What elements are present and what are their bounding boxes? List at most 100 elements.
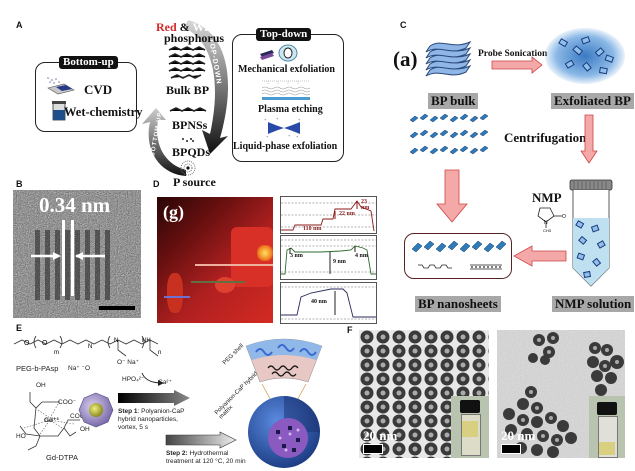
step2-description: Step 2: Hydrothermal treatment at 120 °C… bbox=[166, 450, 246, 466]
panel-label-a: A bbox=[16, 20, 23, 30]
gd-ho: HO bbox=[16, 433, 26, 440]
gd-coo-1: COO⁻ bbox=[58, 399, 77, 406]
sonication-arrow bbox=[491, 56, 543, 74]
bottom-up-title: Bottom-up bbox=[59, 56, 118, 69]
plasma-etching-label: Plasma etching bbox=[258, 104, 323, 115]
svg-text:N: N bbox=[88, 344, 92, 350]
svg-text:N: N bbox=[114, 338, 118, 344]
lattice-spacing-marker bbox=[31, 220, 135, 310]
step2-arrow bbox=[165, 431, 237, 449]
svg-text:O: O bbox=[42, 340, 48, 347]
profile-1-value-c: 110 nm bbox=[303, 226, 322, 232]
ca-curved-arrow bbox=[141, 372, 164, 386]
p-source-atom-icon bbox=[180, 160, 196, 176]
step2-bold: Step 2: bbox=[166, 450, 188, 457]
panel-label-d: D bbox=[153, 179, 160, 189]
liquid-phase-exfoliation-label: Liquid-phase exfoliation bbox=[233, 141, 338, 152]
gd-coo-2: COO⁻ bbox=[70, 413, 89, 420]
peg-m-subscript: m bbox=[54, 350, 59, 356]
tem-image-right: 20 nm bbox=[497, 330, 625, 458]
subpanel-label-a: (a) bbox=[393, 47, 418, 71]
bp-bulk-layers-icon bbox=[425, 40, 472, 77]
p-source-label: P source bbox=[173, 175, 216, 189]
scale-label-left: 20 nm bbox=[363, 428, 398, 443]
na-ion-2: O⁻ Na⁺ bbox=[117, 359, 140, 366]
mechanical-exfoliation-label: Mechanical exfoliation bbox=[238, 64, 335, 75]
profile-2-value-b: 9 nm bbox=[333, 259, 346, 265]
nmp-o-atom: O bbox=[562, 214, 566, 220]
beaker-icon bbox=[52, 101, 66, 121]
bpnss-structure bbox=[169, 107, 207, 112]
height-profile-3: 40 nm bbox=[280, 282, 377, 324]
bottom-up-arrow bbox=[142, 108, 186, 176]
cvd-icon bbox=[47, 77, 75, 95]
svg-text:+: + bbox=[296, 134, 299, 139]
exfoliated-bp-label: Exfoliated BP bbox=[551, 93, 634, 109]
profile-2-value-a: 3 nm bbox=[290, 253, 303, 259]
core-shell-nanoparticle-diagram bbox=[245, 338, 323, 468]
step1-text: : Polyanion-CaP bbox=[137, 408, 185, 415]
gd-center: Gd⁺³ bbox=[44, 417, 59, 424]
scale-label-right: 20 nm bbox=[501, 428, 536, 443]
top-down-arrow bbox=[184, 20, 229, 154]
bpqds-dots bbox=[182, 138, 194, 142]
profile-3-value: 40 nm bbox=[311, 299, 327, 305]
height-profile-2: 3 nm 9 nm 4 nm bbox=[280, 235, 377, 280]
bulk-bp-structure bbox=[168, 46, 206, 79]
scale-bar-right bbox=[501, 444, 521, 454]
gd-dtpa-structure bbox=[19, 392, 80, 451]
wet-chemistry-label: Wet-chemistry bbox=[64, 105, 143, 119]
height-profile-1: 23 nm 22 nm 110 nm bbox=[280, 196, 377, 234]
gd-dtpa-label: Gd-DTPA bbox=[46, 453, 78, 462]
probe-sonication-label: Probe Sonication bbox=[478, 49, 548, 59]
afm-image: (g) bbox=[157, 197, 273, 323]
cvd-label: CVD bbox=[84, 82, 113, 97]
step1-arrow bbox=[118, 390, 190, 406]
step1-line3: vortex, 5 s bbox=[118, 424, 148, 431]
peg-b-pasp-structure: O O m N N NH n bbox=[13, 335, 161, 357]
step1-line2: hybrid nanoparticles, bbox=[118, 416, 178, 423]
bulk-bp-label: Bulk BP bbox=[166, 83, 210, 97]
profile-line-1 bbox=[195, 264, 273, 266]
scale-bar bbox=[99, 306, 135, 310]
panel-label-e: E bbox=[16, 323, 23, 333]
profile-1-value-a: 23 nm bbox=[361, 199, 370, 211]
centrifugation-label: Centrifugation bbox=[504, 130, 587, 145]
profile-2-value-c: 4 nm bbox=[355, 253, 368, 259]
phosphorus-label: phosphorus bbox=[164, 31, 225, 45]
bp-nanosheets-label: BP nanosheets bbox=[415, 296, 501, 312]
bp-bulk-label: BP bulk bbox=[428, 93, 479, 109]
bp-nanosheets-box bbox=[404, 233, 512, 279]
mechanical-exfoliation-icon bbox=[260, 44, 298, 62]
svg-text:+: + bbox=[288, 133, 291, 138]
liquid-phase-exfoliation-icon: ++++++ bbox=[264, 116, 301, 139]
vial-photo-right bbox=[589, 396, 625, 458]
bpqds-label: BPQDs bbox=[172, 145, 211, 159]
panel-label-b: B bbox=[16, 179, 23, 189]
left-arrow-from-tube bbox=[513, 245, 567, 267]
bp-layer-structure bbox=[409, 113, 489, 155]
down-arrow-to-nanosheets bbox=[436, 169, 468, 223]
step2-line2: treatment at 120 °C, 20 min bbox=[166, 458, 246, 465]
vial-photo-left bbox=[451, 396, 489, 458]
na-ion-1: Na⁺ ⁻O bbox=[68, 365, 91, 372]
svg-text:+: + bbox=[266, 134, 269, 139]
step1-bold: Step 1 bbox=[118, 408, 138, 415]
ca-ion-label: Ca²⁺ bbox=[158, 379, 172, 386]
red-label: Red bbox=[156, 20, 177, 34]
svg-text:NH: NH bbox=[142, 338, 151, 344]
white-label: White bbox=[192, 20, 224, 34]
bpnss-label: BPNSs bbox=[172, 118, 208, 132]
profile-line-2 bbox=[191, 281, 245, 283]
nmp-n-atom: N bbox=[544, 220, 548, 226]
svg-text:+: + bbox=[276, 116, 279, 121]
nmp-structure: N O CH3 bbox=[537, 207, 566, 233]
scale-bar-left bbox=[363, 444, 383, 454]
step1-description: Step 1: Polyanion-CaP hybrid nanoparticl… bbox=[118, 408, 185, 432]
step2-text: Hydrothermal bbox=[187, 450, 229, 457]
centrifugation-arrow bbox=[580, 114, 598, 164]
gd-oh-2: OH bbox=[80, 426, 90, 433]
hpo4-label: HPO₄²⁻ bbox=[122, 376, 145, 383]
pasp-n-subscript: n bbox=[158, 350, 161, 356]
nanoparticle-icon bbox=[78, 392, 114, 428]
